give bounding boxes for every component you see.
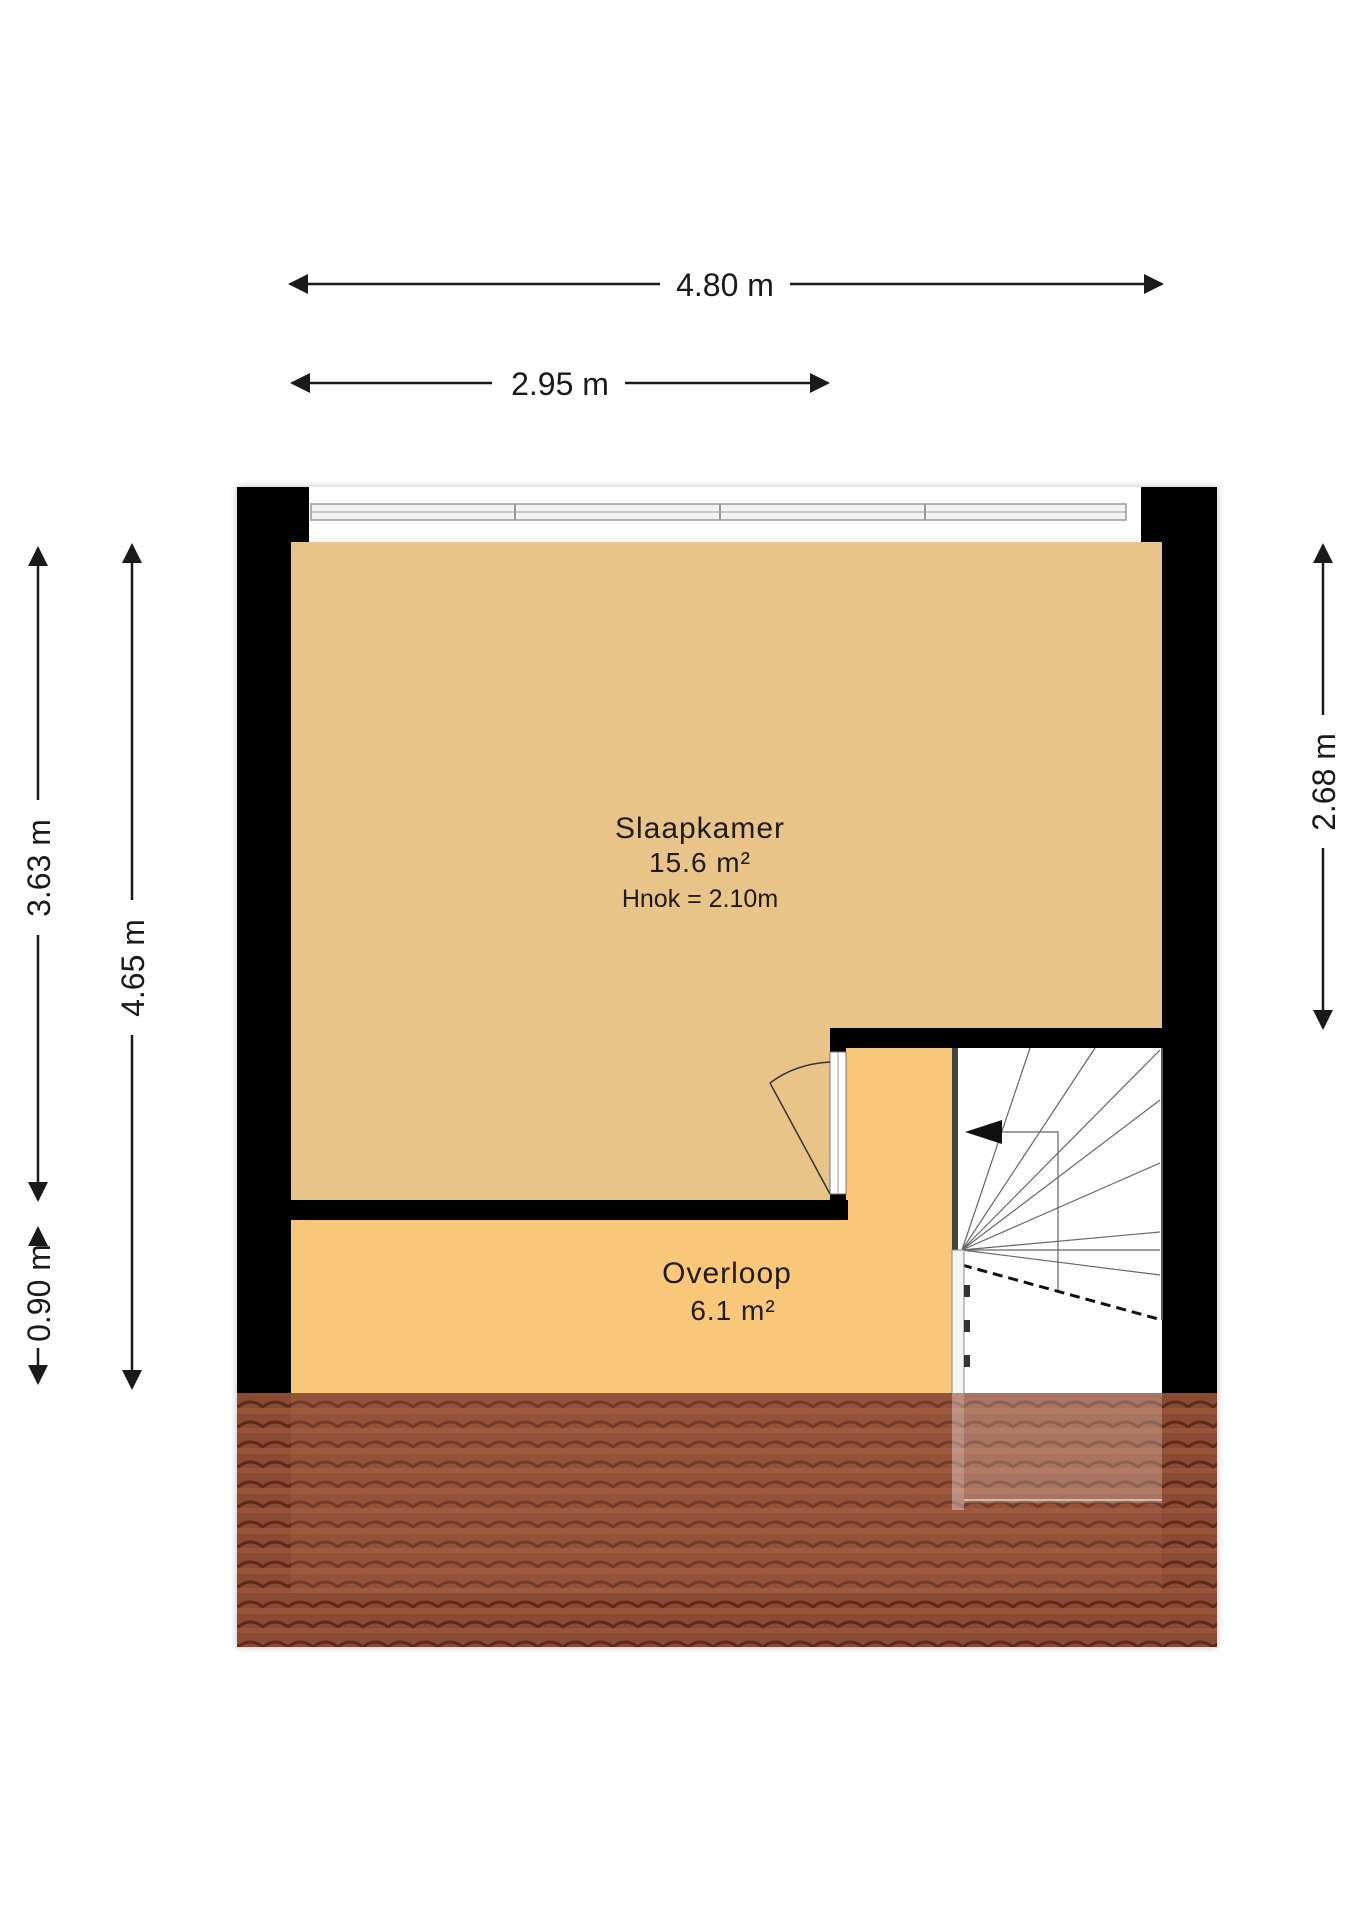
dimension-right-height-label: 2.68 m xyxy=(1306,733,1342,831)
room-slaapkamer-name: Slaapkamer xyxy=(615,812,785,845)
dimension-partial-width-label: 2.95 m xyxy=(511,366,609,402)
room-overloop-area: 6.1 m² xyxy=(690,1295,775,1326)
room-slaapkamer-area: 15.6 m² xyxy=(649,847,751,878)
roof-overlay xyxy=(237,1393,1217,1647)
dimension-left-total: 4.65 m xyxy=(115,543,151,1390)
dimension-left-lower-label: 0.90 m xyxy=(21,1244,57,1342)
dimension-partial-width: 2.95 m xyxy=(290,366,830,402)
room-overloop-name: Overloop xyxy=(662,1257,792,1290)
dimension-left-total-label: 4.65 m xyxy=(115,919,151,1017)
door xyxy=(769,1051,847,1195)
staircase xyxy=(951,1047,1163,1511)
dimension-left-upper-label: 3.63 m xyxy=(21,819,57,917)
room-overloop xyxy=(291,1048,958,1393)
top-window xyxy=(309,487,1141,542)
interior-wall-horizontal xyxy=(291,1200,848,1220)
interior-wall-upper xyxy=(830,1028,1162,1048)
room-slaapkamer xyxy=(291,542,1162,1200)
dimension-left-upper: 3.63 m xyxy=(21,546,57,1202)
room-slaapkamer-note: Hnok = 2.10m xyxy=(622,885,778,913)
dimension-total-width-label: 4.80 m xyxy=(676,267,774,303)
dimension-left-lower: 0.90 m xyxy=(21,1226,57,1385)
dimension-total-width: 4.80 m xyxy=(288,267,1164,303)
dimension-right-height: 2.68 m xyxy=(1306,543,1342,1030)
